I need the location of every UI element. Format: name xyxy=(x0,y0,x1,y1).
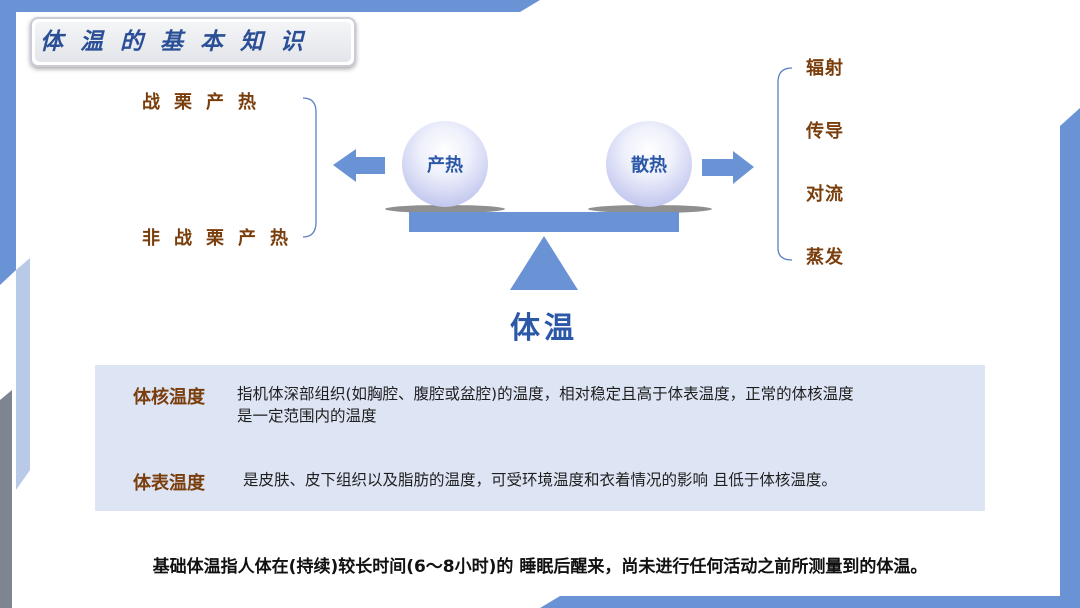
dissipation-item-convection: 对流 xyxy=(806,184,844,205)
heat-dissipation-ball-label: 散热 xyxy=(631,155,667,176)
core-temperature-description-line2: 是一定范围内的温度 xyxy=(237,407,377,425)
heat-dissipation-ball: 散热 xyxy=(606,121,692,207)
balance-beam xyxy=(409,212,679,232)
heat-production-ball: 产热 xyxy=(402,121,488,207)
core-temperature-term: 体核温度 xyxy=(133,387,205,408)
heat-production-item-non-shivering: 非战栗产热 xyxy=(142,228,302,249)
right-brace xyxy=(777,67,793,261)
heat-production-ball-label: 产热 xyxy=(427,155,463,176)
surface-temperature-term: 体表温度 xyxy=(133,473,205,494)
ball-shadow-left xyxy=(385,205,505,213)
dissipation-item-conduction: 传导 xyxy=(806,121,844,142)
body-temperature-label: 体温 xyxy=(510,311,578,346)
page-title: 体温的基本知识 xyxy=(40,29,320,55)
left-brace xyxy=(302,97,317,238)
right-arrow xyxy=(702,151,754,184)
left-stripe xyxy=(16,258,30,490)
heat-production-item-shivering: 战栗产热 xyxy=(142,92,270,113)
ball-shadow-right xyxy=(588,205,712,213)
right-band xyxy=(1060,108,1080,608)
bottom-band xyxy=(540,596,1080,608)
dissipation-item-radiation: 辐射 xyxy=(806,58,844,79)
basal-temperature-note: 基础体温指人体在(持续)较长时间(6～8小时)的 睡眠后醒来，尚未进行任何活动之… xyxy=(152,557,928,577)
dissipation-item-evaporation: 蒸发 xyxy=(806,247,844,268)
left-gray-stroke xyxy=(0,390,12,608)
balance-fulcrum xyxy=(510,236,578,290)
definitions-panel xyxy=(95,365,985,511)
surface-temperature-description: 是皮肤、皮下组织以及脂肪的温度，可受环境温度和衣着情况的影响 且低于体核温度。 xyxy=(243,471,837,489)
left-arrow xyxy=(333,149,385,182)
core-temperature-description-line1: 指机体深部组织(如胸腔、腹腔或盆腔)的温度，相对稳定且高于体表温度，正常的体核温… xyxy=(237,385,854,403)
title-background xyxy=(35,22,351,62)
